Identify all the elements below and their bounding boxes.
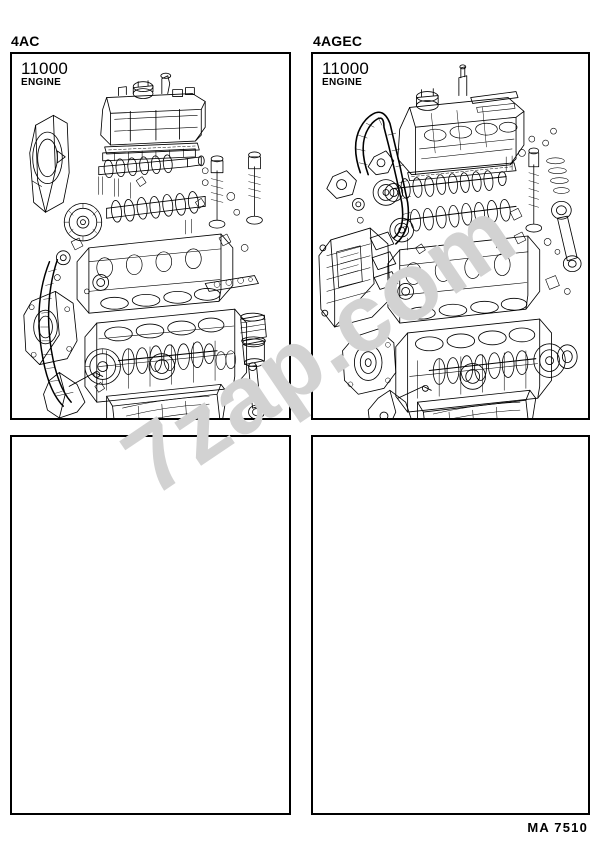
footer-page-code: MA 7510 (527, 820, 588, 835)
group-block-top-right: 11000 ENGINE (322, 60, 369, 88)
group-name: ENGINE (21, 77, 62, 88)
group-block-top-left: 11000 ENGINE (21, 60, 68, 88)
group-name: ENGINE (322, 77, 363, 88)
section-label-right: 4AGEC (313, 33, 363, 49)
group-number: 11000 (21, 59, 69, 78)
panel-bottom-right[interactable] (311, 435, 590, 815)
panel-top-left[interactable]: 11000 ENGINE (10, 52, 291, 420)
panel-bottom-left[interactable] (10, 435, 291, 815)
panel-top-right[interactable]: 11000 ENGINE (311, 52, 590, 420)
section-label-left: 4AC (11, 33, 40, 49)
engine-diagram-4agec (313, 54, 588, 418)
group-number: 11000 (322, 59, 370, 78)
engine-diagram-4ac (12, 54, 289, 418)
